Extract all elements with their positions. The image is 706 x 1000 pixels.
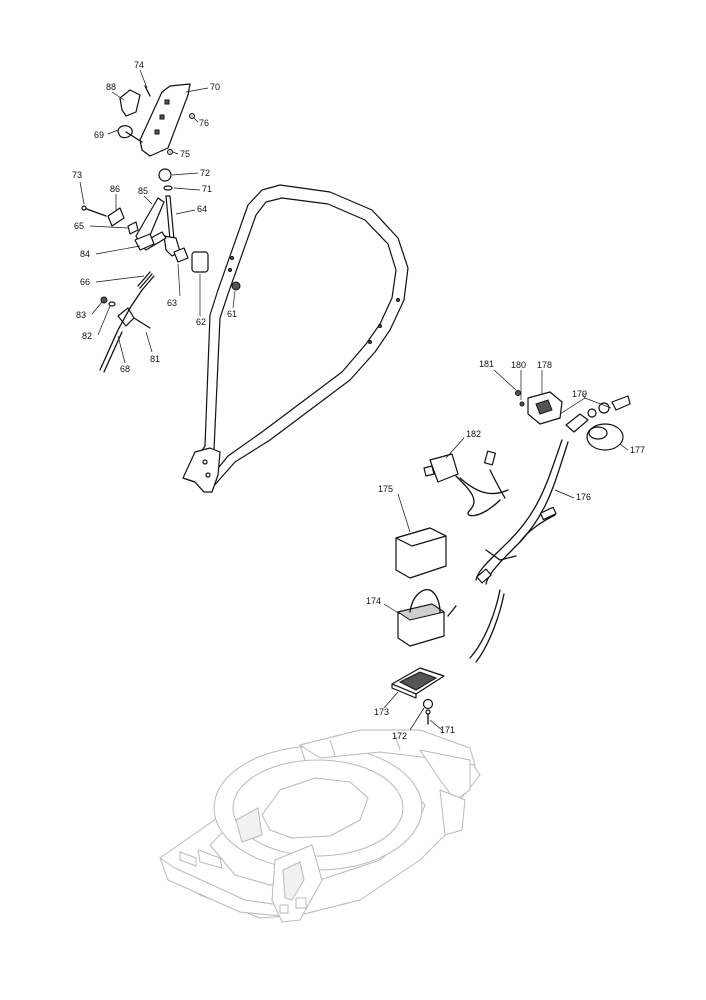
callout-75: 75 (180, 149, 190, 159)
callout-86: 86 (110, 184, 120, 194)
callout-76: 76 (199, 118, 209, 128)
callout-85: 85 (138, 186, 148, 196)
callout-83: 83 (76, 310, 86, 320)
callout-174: 174 (366, 596, 381, 606)
callout-70: 70 (210, 82, 220, 92)
callout-69: 69 (94, 130, 104, 140)
callout-61: 61 (227, 309, 237, 319)
control-bracket-group (117, 83, 195, 157)
callout-172: 172 (392, 731, 407, 741)
callout-182: 182 (466, 429, 481, 439)
callout-74: 74 (134, 60, 144, 70)
callout-81: 81 (150, 354, 160, 364)
callout-64: 64 (197, 204, 207, 214)
handle-assembly (182, 184, 409, 493)
callout-82: 82 (82, 331, 92, 341)
callout-180: 180 (511, 360, 526, 370)
lever-group (81, 168, 241, 373)
electrical-group (391, 390, 631, 725)
callout-171: 171 (440, 725, 455, 735)
callout-66: 66 (80, 277, 90, 287)
callout-73: 73 (72, 170, 82, 180)
callout-84: 84 (80, 249, 90, 259)
callout-72: 72 (200, 168, 210, 178)
callout-labels: 74 88 70 76 69 75 72 73 86 85 71 64 65 8… (72, 60, 645, 741)
callout-175: 175 (378, 484, 393, 494)
callout-71: 71 (202, 184, 212, 194)
callout-179: 179 (572, 389, 587, 399)
callout-178: 178 (537, 360, 552, 370)
callout-88: 88 (106, 82, 116, 92)
leader-lines (79, 69, 629, 731)
callout-173: 173 (374, 707, 389, 717)
callout-62: 62 (196, 317, 206, 327)
callout-176: 176 (576, 492, 591, 502)
callout-63: 63 (167, 298, 177, 308)
callout-181: 181 (479, 359, 494, 369)
mower-deck-ghost (159, 729, 481, 923)
callout-177: 177 (630, 445, 645, 455)
callout-68: 68 (120, 364, 130, 374)
callout-65: 65 (74, 221, 84, 231)
